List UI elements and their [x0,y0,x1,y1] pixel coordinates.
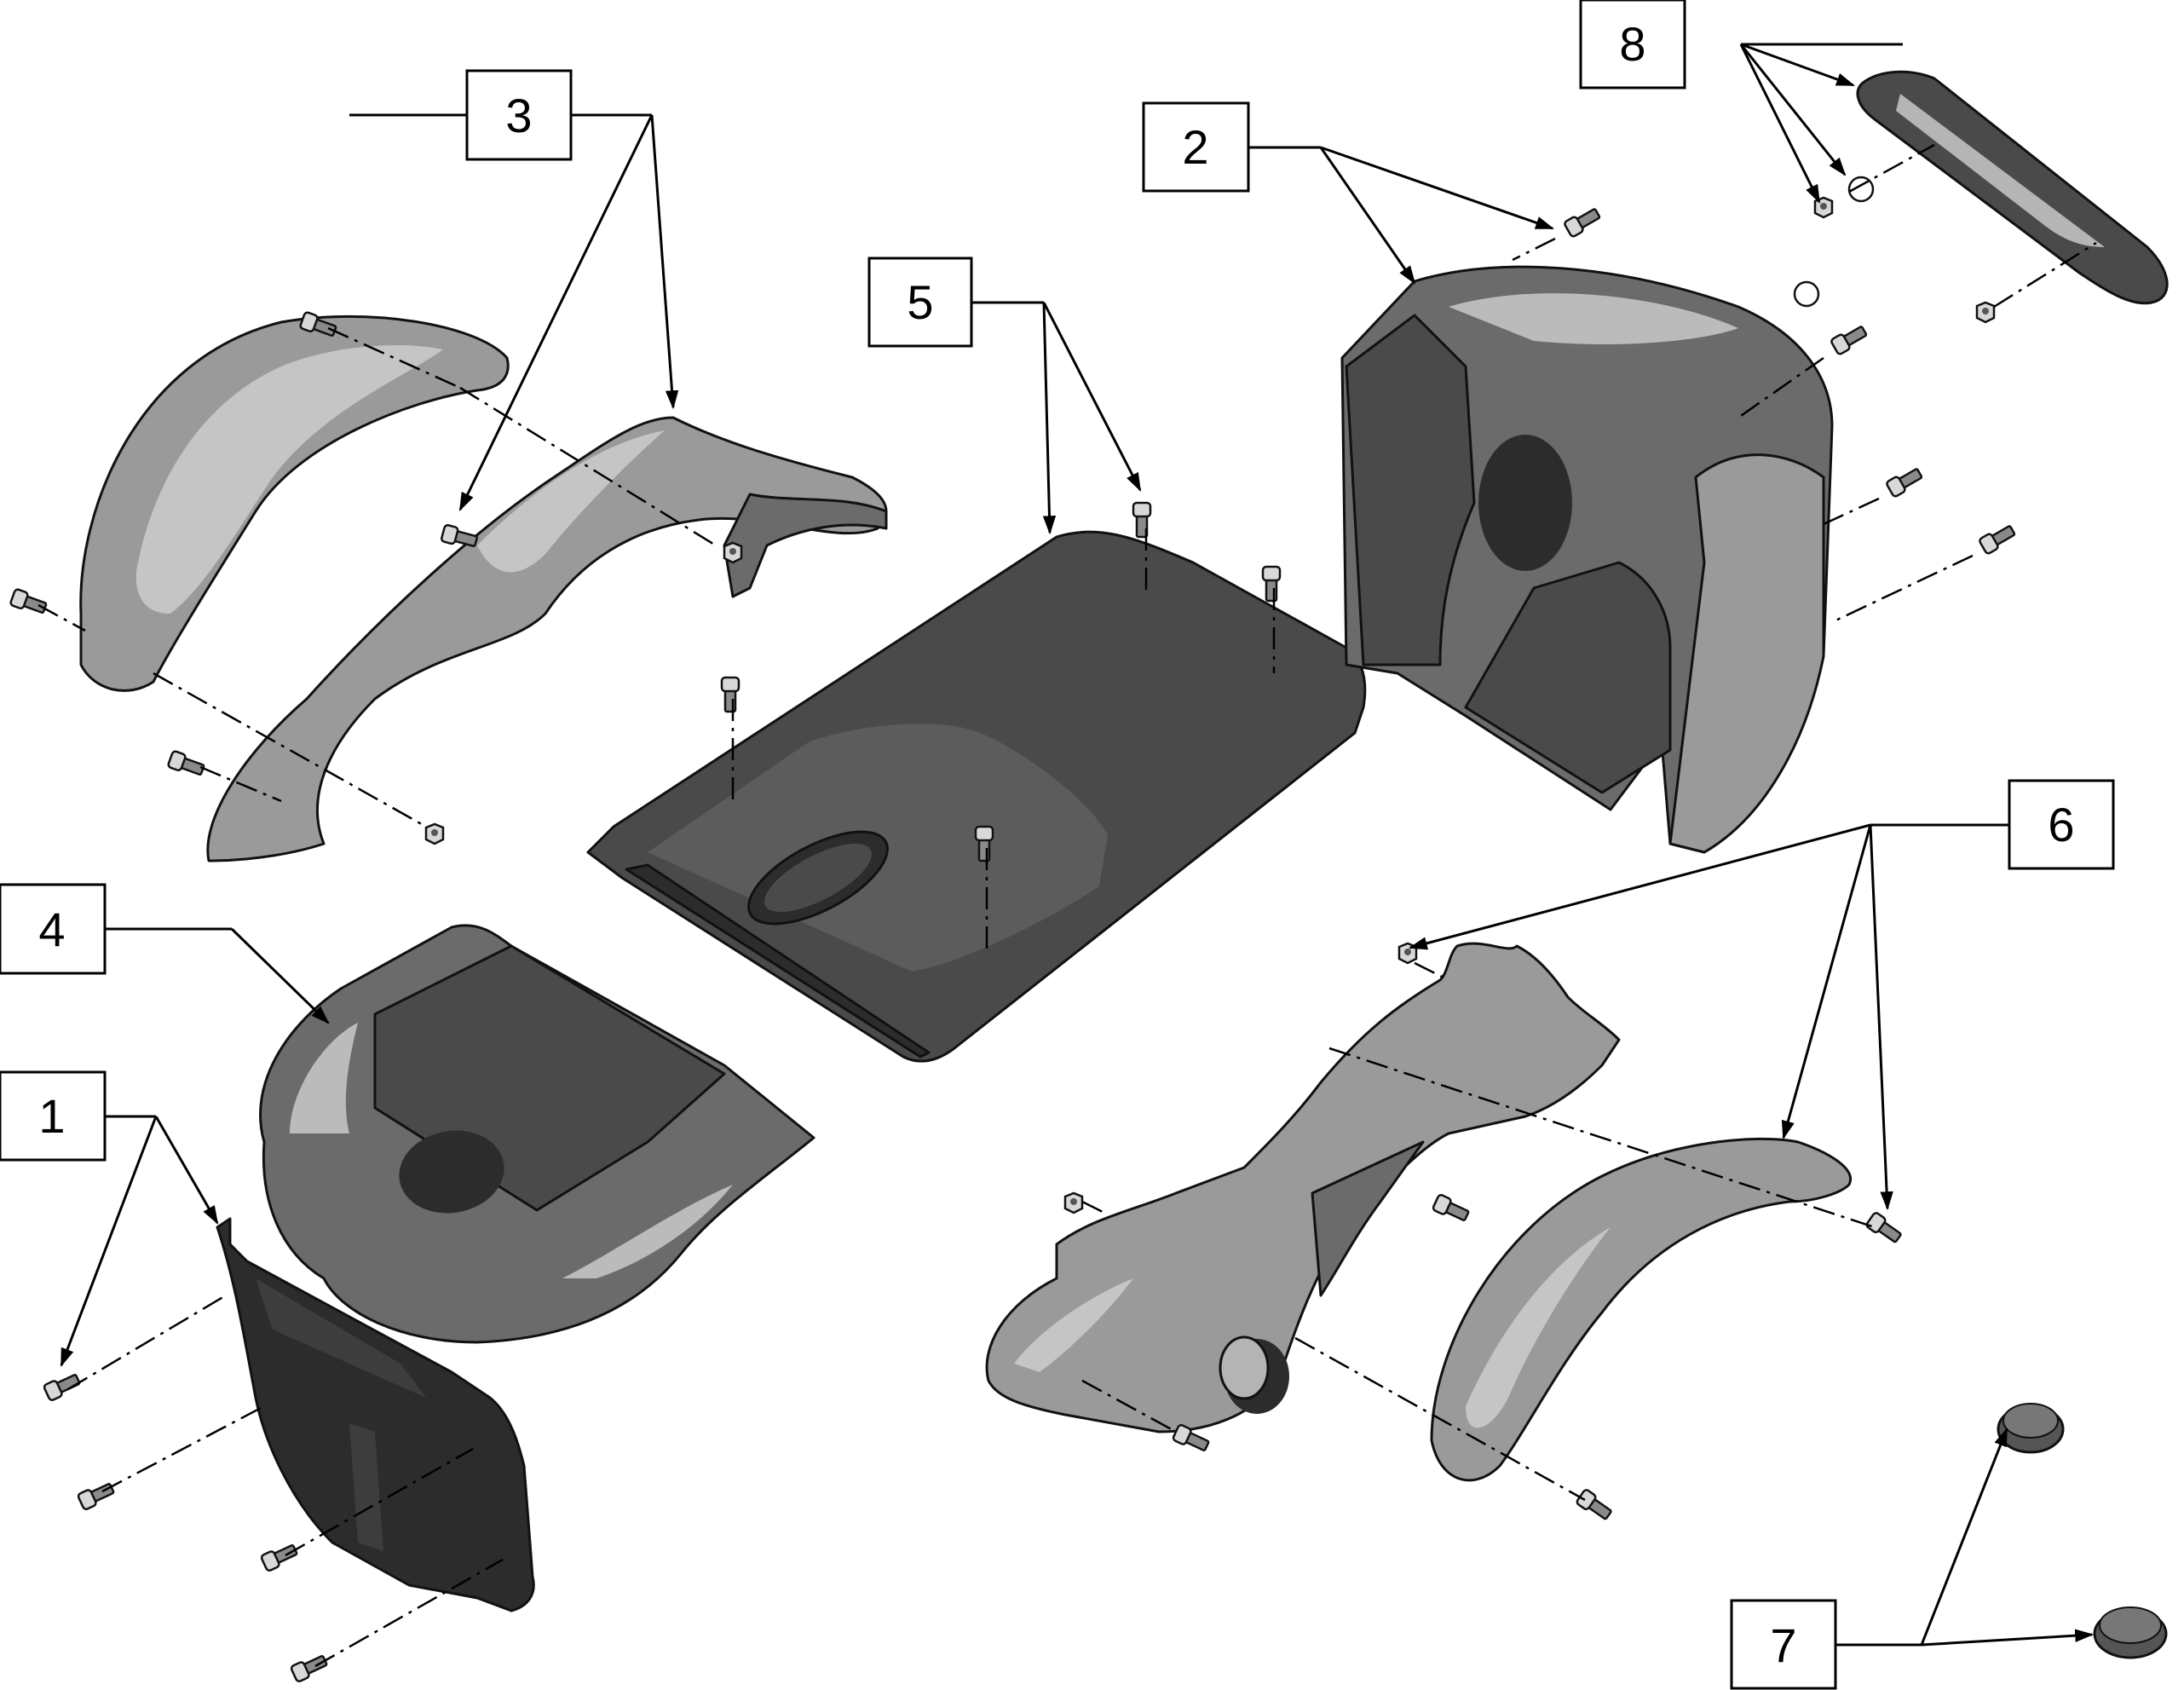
callout-4[interactable]: 4 [0,883,107,975]
callout-1[interactable]: 1 [0,1070,107,1162]
callout-7-label: 7 [1770,1618,1796,1672]
callout-2-label: 2 [1182,120,1208,174]
part-2-rear-housing [1340,265,1834,854]
part-3-left-side-shroud [79,314,888,862]
callout-5[interactable]: 5 [867,257,973,348]
callout-3[interactable]: 3 [465,69,573,161]
part-6-right-side-shroud [985,942,1853,1482]
callout-2[interactable]: 2 [1142,101,1250,193]
callout-6[interactable]: 6 [2008,779,2115,870]
part-7-plugs [1997,1403,2168,1659]
part-5-floor-pan [586,530,1367,1063]
assembly-centerlines [37,143,2097,1668]
callout-1-label: 1 [38,1089,65,1143]
callout-8[interactable]: 8 [1579,0,1686,89]
callout-4-label: 4 [38,903,65,956]
callout-5-label: 5 [907,275,933,329]
part-1-front-black-panel [216,1217,535,1612]
part-4-front-cover [259,924,815,1344]
callout-8-label: 8 [1619,17,1645,71]
part-8-top-cover-strip [1793,70,2169,308]
callout-7[interactable]: 7 [1730,1599,1837,1690]
callout-6-label: 6 [2048,798,2074,851]
callout-3-label: 3 [505,89,532,142]
leader-lines [60,43,2095,1647]
